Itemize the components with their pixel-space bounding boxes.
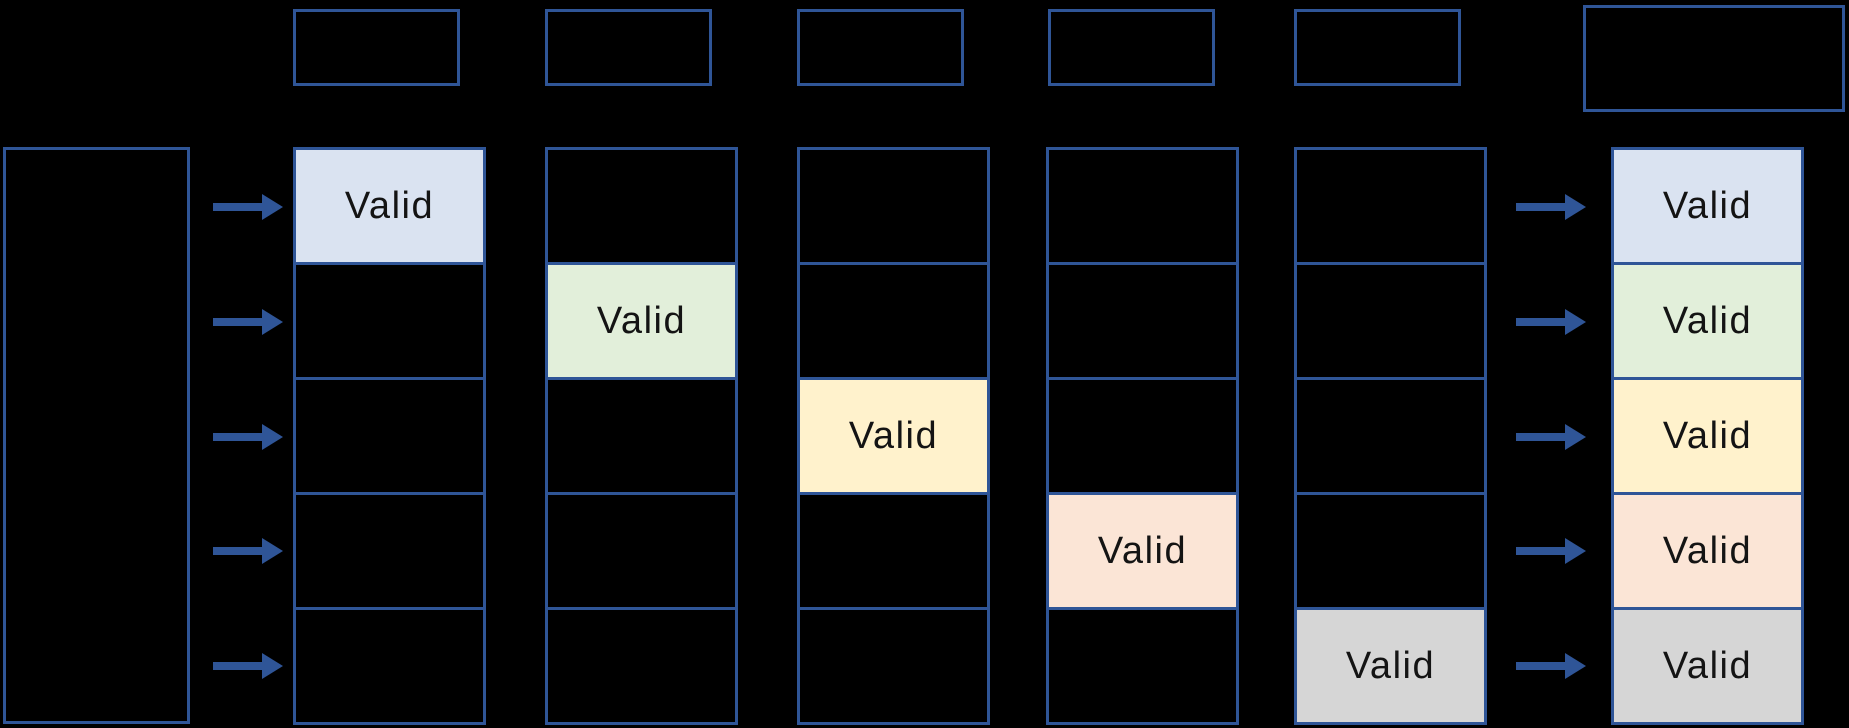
right-arrow-icon [213,424,283,450]
header-box-4 [1048,9,1215,86]
valid-cell-label: Valid [1662,299,1753,342]
valid-cell: Valid [1611,607,1804,725]
right-arrow-icon [213,194,283,220]
valid-cell: Valid [1046,492,1239,610]
right-arrow-icon [1516,538,1586,564]
empty-cell [1294,492,1487,610]
right-arrow-icon [213,538,283,564]
header-box-5 [1294,9,1461,86]
valid-cell-label: Valid [848,414,939,457]
empty-cell [1046,607,1239,725]
valid-cell: Valid [797,377,990,495]
valid-cell-label: Valid [1097,529,1188,572]
empty-cell [293,377,486,495]
valid-cell: Valid [293,147,486,265]
valid-cell: Valid [1611,262,1804,380]
valid-cell-label: Valid [596,299,687,342]
empty-cell [1294,147,1487,265]
right-arrow-icon [213,309,283,335]
valid-cell-label: Valid [1662,644,1753,687]
right-arrow-icon [1516,653,1586,679]
right-arrow-icon [1516,424,1586,450]
empty-cell [293,607,486,725]
empty-cell [293,492,486,610]
empty-cell [545,147,738,265]
column-5: Valid [1294,147,1487,725]
empty-cell [797,262,990,380]
empty-cell [1046,377,1239,495]
valid-cell-label: Valid [1662,529,1753,572]
empty-cell [545,607,738,725]
valid-cell-label: Valid [1662,184,1753,227]
column-4: Valid [1046,147,1239,725]
right-arrow-icon [1516,309,1586,335]
empty-cell [797,492,990,610]
column-2: Valid [545,147,738,725]
empty-cell [797,147,990,265]
empty-cell [293,262,486,380]
empty-cell [545,492,738,610]
right-arrow-icon [213,653,283,679]
empty-cell [1294,377,1487,495]
valid-cell: Valid [1611,377,1804,495]
empty-cell [797,607,990,725]
left-tall-box [3,147,190,724]
empty-cell [1294,262,1487,380]
column-3: Valid [797,147,990,725]
empty-cell [1046,262,1239,380]
header-box-1 [293,9,460,86]
column-1: Valid [293,147,486,725]
valid-cell: Valid [1611,492,1804,610]
valid-cell-label: Valid [1662,414,1753,457]
valid-cell: Valid [545,262,738,380]
valid-cell-label: Valid [1345,644,1436,687]
valid-cell: Valid [1611,147,1804,265]
column-6: Valid Valid Valid Valid Valid [1611,147,1804,725]
empty-cell [1046,147,1239,265]
right-arrow-icon [1516,194,1586,220]
empty-cell [545,377,738,495]
valid-cell: Valid [1294,607,1487,725]
header-box-2 [545,9,712,86]
valid-cell-label: Valid [344,184,435,227]
header-box-3 [797,9,964,86]
header-box-wide [1583,5,1845,112]
